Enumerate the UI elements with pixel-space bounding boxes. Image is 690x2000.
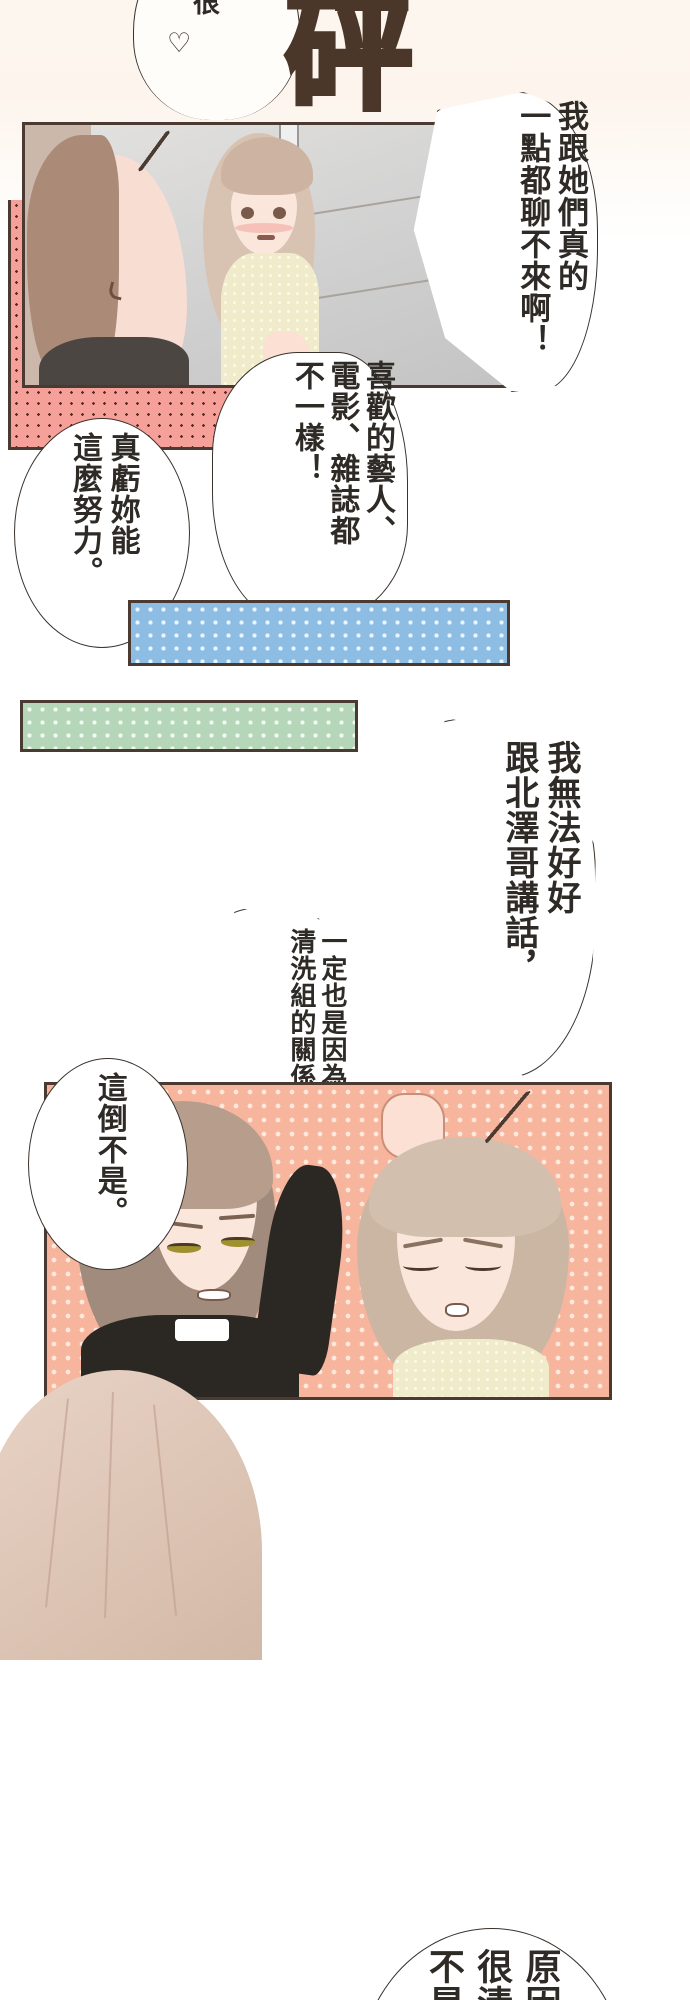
d5-line-a: 一定也是因為: [317, 928, 347, 1090]
bubble-different-text: 喜歡的藝人、 電影、雜誌都 不一樣！: [222, 360, 400, 616]
panel-1-foreground-hair: [27, 135, 119, 375]
bubble-cant-talk-text: 我無法好好 跟北澤哥講話，: [390, 740, 590, 1060]
bubble-not-really-text: 這倒不是。: [44, 1072, 174, 1262]
d7-line-a: 原因: [519, 1948, 561, 2000]
panel-2-left-girl-eye-l: [167, 1243, 201, 1253]
d7-line-b: 很清: [471, 1948, 513, 2000]
bubble-top-praise: [133, 0, 300, 120]
panel-1-girl-mouth: [257, 235, 275, 240]
bubble-reason-text: 原因 很清 不是: [376, 1948, 606, 2000]
d3-line-a: 真虧妳能: [104, 432, 140, 556]
bar-blue: [128, 600, 510, 666]
d1-line-b: 一點都聊不來啊！: [514, 100, 551, 356]
panel-2-right-girl-eye-r: [465, 1261, 501, 1271]
bubble-top-praise-text: 妳 也很: [150, 0, 290, 90]
panel-1-girl-eye-right: [273, 207, 286, 219]
panel-2-left-girl-eye-r: [221, 1237, 255, 1247]
panel-2-right-girl-bangs: [369, 1137, 561, 1237]
bubble-different: [212, 352, 408, 622]
panel-1-girl-blush: [235, 223, 293, 233]
panel-1-girl-eye-left: [241, 207, 254, 219]
d2-line-a: 喜歡的藝人、: [360, 360, 395, 546]
d4-line-b: 跟北澤哥講話，: [498, 740, 539, 985]
panel-2-left-girl-collar: [175, 1319, 229, 1341]
sfx-ping: 砰: [282, 0, 415, 128]
bar-green: [20, 700, 358, 752]
d6-line: 這倒不是。: [91, 1072, 127, 1227]
praise-line-1: 妳: [222, 0, 252, 90]
bubble-really-cant-text: 我跟她們真的 一點都聊不來啊！: [410, 100, 595, 390]
bubble-so-hard-text: 真虧妳能 這麼努力。: [28, 432, 178, 638]
bottom-head-silhouette: [0, 1370, 262, 1660]
panel-2-left-girl-mouth: [197, 1289, 231, 1301]
d7-line-c: 不是: [422, 1948, 464, 2000]
d2-line-b: 電影、雜誌都: [324, 360, 360, 546]
panel-2-sweat-icon: [474, 1090, 542, 1144]
d2-line-c: 不一樣！: [288, 360, 324, 484]
panel-2-right-girl-sweater: [393, 1339, 549, 1397]
bubble-not-really: [28, 1058, 188, 1270]
praise-line-2: 也很: [188, 0, 219, 90]
d3-line-b: 這麼努力。: [67, 432, 102, 587]
panel-1: [22, 122, 530, 388]
panel-2-right-girl-mouth: [445, 1303, 469, 1317]
panel-2-right-girl-eye-l: [403, 1261, 439, 1271]
panel-1-foreground-collar: [39, 337, 189, 385]
d1-line-a: 我跟她們真的: [552, 100, 588, 292]
panel-1-girl-bangs: [221, 137, 313, 195]
d4-line-a: 我無法好好: [541, 740, 581, 915]
heart-icon: ♡: [167, 28, 192, 59]
